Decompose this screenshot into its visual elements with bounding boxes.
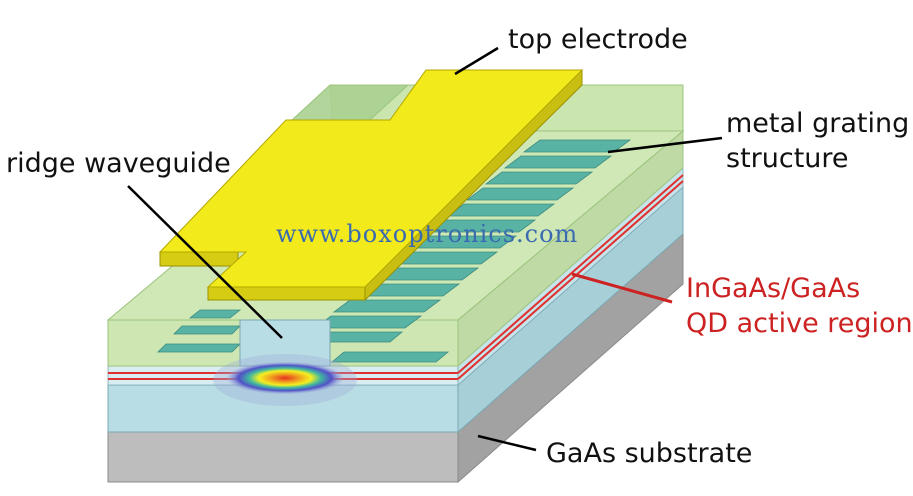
label-ridge-waveguide: ridge waveguide [6, 148, 231, 179]
metal-grating-right [298, 139, 632, 363]
active-line-side-2 [457, 180, 684, 380]
watermark-text: www.boxoptronics.com [276, 220, 578, 248]
leader-metal-grating [607, 136, 723, 154]
label-substrate: GaAs substrate [546, 438, 752, 469]
optical-mode [227, 362, 343, 394]
leader-active-region [571, 272, 673, 304]
label-top-electrode: top electrode [508, 24, 688, 55]
ridge-front [239, 319, 331, 367]
label-metal-grating-2: structure [726, 143, 849, 174]
leader-top-electrode [454, 46, 499, 76]
leader-ridge-waveguide [127, 185, 283, 339]
label-metal-grating-1: metal grating [726, 108, 909, 139]
substrate-front [107, 431, 459, 483]
electrode-tab-edge [159, 251, 239, 267]
label-active-region-1: InGaAs/GaAs [686, 273, 860, 304]
leader-substrate [477, 434, 537, 452]
cladding-side [457, 129, 684, 368]
top-electrode [158, 69, 584, 288]
active-line-side-1 [457, 174, 684, 374]
label-active-region-2: QD active region [686, 308, 913, 339]
metal-grating-left [157, 309, 242, 353]
